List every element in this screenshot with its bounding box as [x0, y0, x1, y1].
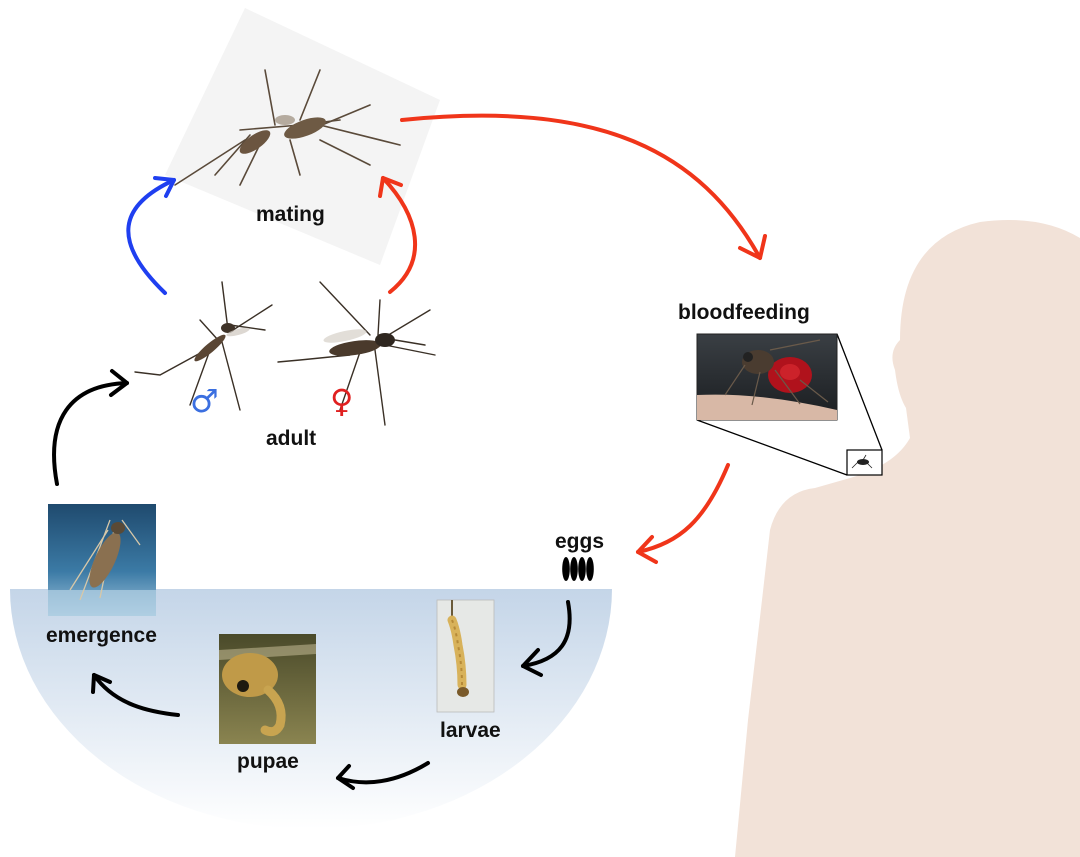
emergence-label: emergence: [46, 624, 157, 648]
female-symbol: ♀: [330, 385, 353, 417]
mating-to-bloodfeeding-arrow: [402, 116, 765, 258]
larvae-label: larvae: [440, 719, 501, 743]
male-symbol: ♂: [190, 385, 219, 417]
bloodfeeding-to-eggs-arrow: [638, 465, 728, 562]
pupae-label: pupae: [237, 750, 299, 774]
mating-label: mating: [256, 203, 325, 227]
adult-label: adult: [266, 427, 316, 451]
female-mosquito: [278, 282, 435, 425]
eggs-icon: [562, 557, 594, 581]
male-to-mating-arrow: [128, 178, 174, 293]
eggs-label: eggs: [555, 530, 604, 554]
pupae-photo: [219, 634, 316, 744]
bloodfeeding-label: bloodfeeding: [678, 301, 810, 325]
bloodfeeding-zoom-inset: [847, 450, 882, 475]
larvae-photo: [437, 600, 494, 712]
emergence-to-adult-arrow: [54, 371, 127, 484]
emergence-photo: [48, 504, 156, 616]
